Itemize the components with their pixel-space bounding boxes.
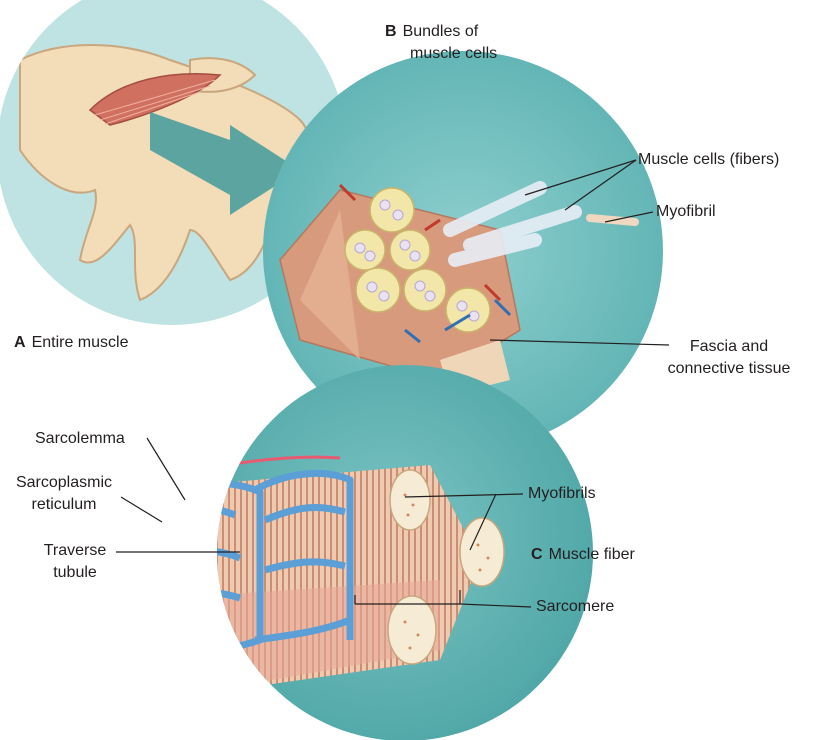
panel-b-title-line1: Bundles of [403, 23, 479, 40]
panel-c-title: C Muscle fiber [531, 545, 635, 565]
label-sarcolemma: Sarcolemma [35, 429, 125, 449]
label-fascia-line2: connective tissue [648, 359, 810, 379]
label-traverse-line1: Traverse [30, 541, 120, 561]
label-sarcoplasmic-line2: reticulum [4, 495, 124, 515]
label-sarcoplasmic-line1: Sarcoplasmic [4, 473, 124, 493]
label-myofibrils: Myofibrils [528, 484, 596, 504]
panel-b-title-line2: muscle cells [410, 44, 497, 64]
label-traverse-line2: tubule [30, 563, 120, 583]
label-muscle-cells: Muscle cells (fibers) [638, 150, 779, 170]
panel-c-letter: C [531, 546, 543, 563]
label-fascia-line1: Fascia and [660, 337, 798, 357]
panel-c-title-text: Muscle fiber [549, 546, 635, 563]
label-sarcomere: Sarcomere [536, 597, 614, 617]
panel-b-letter: B [385, 23, 397, 40]
panel-a-letter: A [14, 334, 26, 351]
panel-a-title: A Entire muscle [14, 333, 128, 353]
panel-b-title: B Bundles of [385, 22, 478, 42]
panel-a-title-text: Entire muscle [32, 334, 129, 351]
label-myofibril: Myofibril [656, 202, 716, 222]
